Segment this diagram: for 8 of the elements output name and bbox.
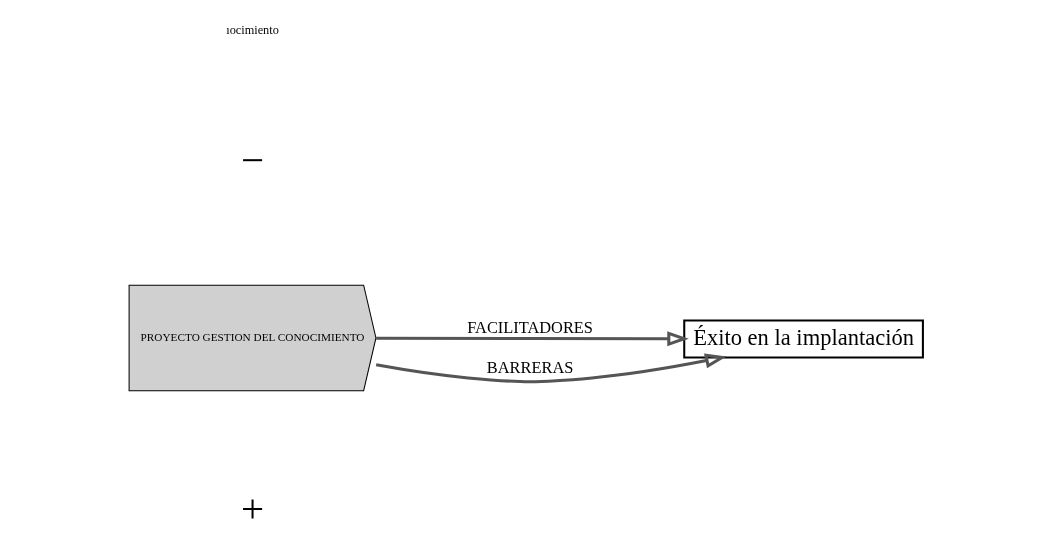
arrow [375,353,727,384]
label: ıocimiento [225,22,279,37]
arrow [375,331,689,347]
label: + [240,485,264,532]
label: − [240,137,264,184]
edge-label: FACILITADORES [466,317,593,337]
node-box: Éxito en la implantación [682,319,924,359]
edge-label: BARRERAS [486,357,573,377]
